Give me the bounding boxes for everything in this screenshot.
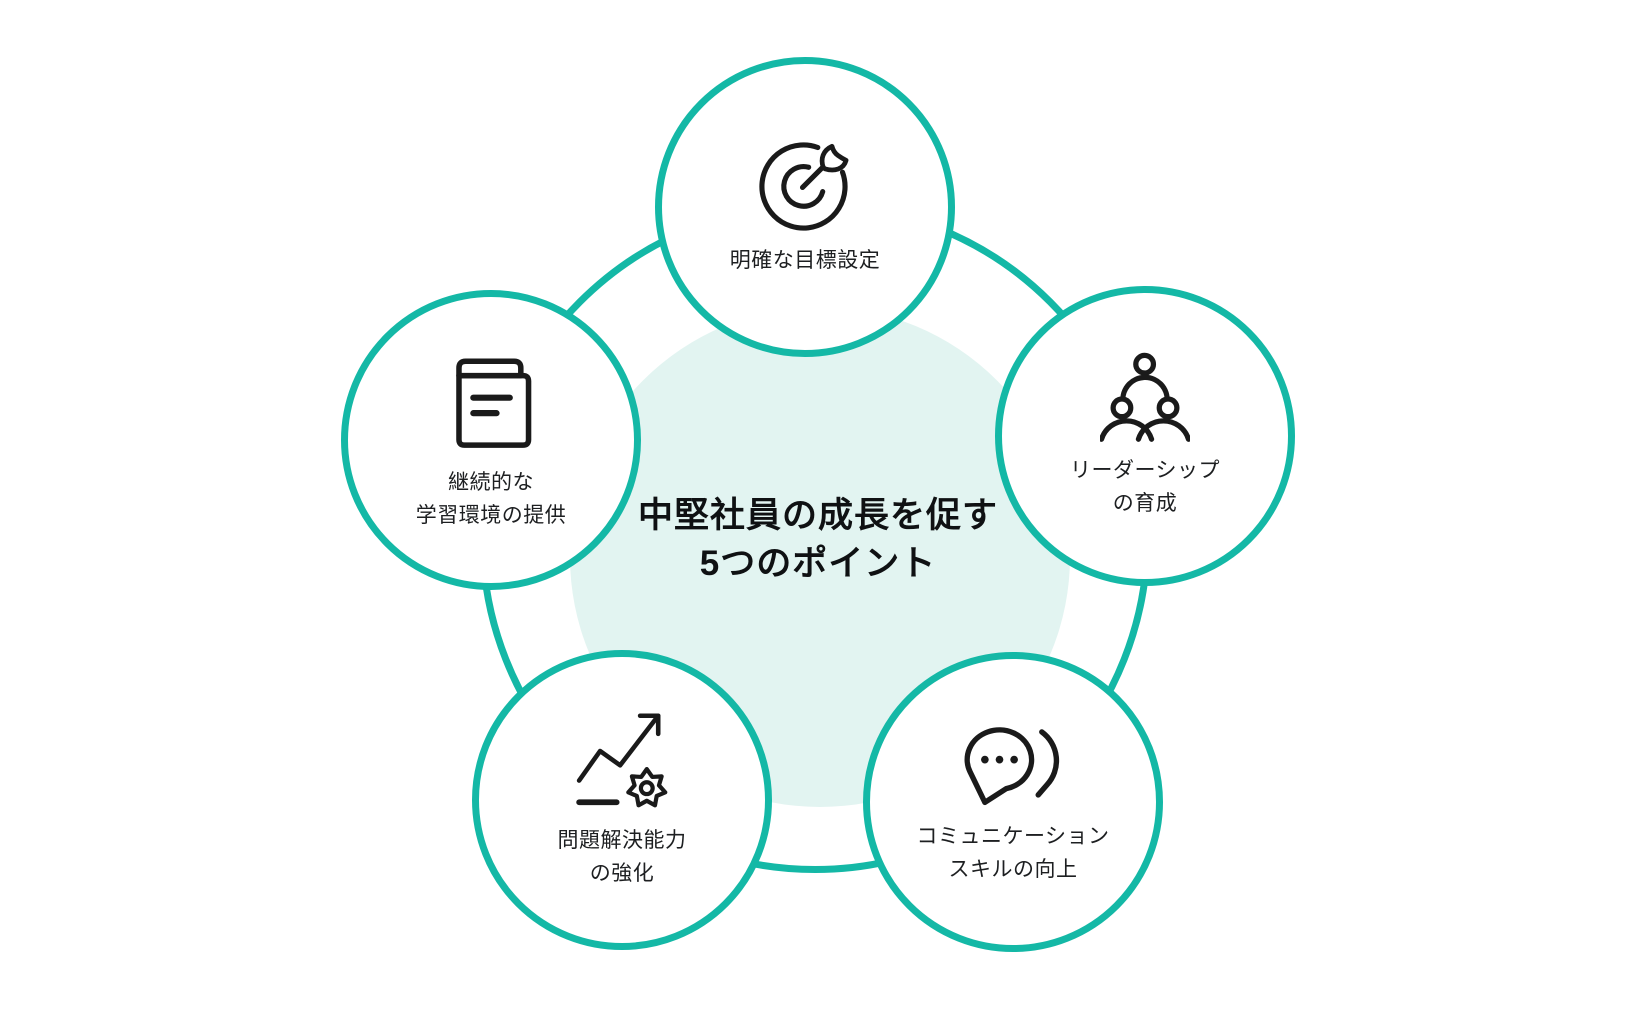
node-leadership: リーダーシップ の育成 [995,286,1295,586]
people-group-icon [1100,352,1190,442]
node-goal-setting: 明確な目標設定 [655,57,955,357]
node-label: 明確な目標設定 [730,244,881,277]
node-learning-environment: 継続的な 学習環境の提供 [341,290,641,590]
node-label-line: の強化 [589,861,655,885]
diagram-title-line1: 中堅社員の成長を促す [637,496,999,535]
diagram-title-line2: 5つのポイント [699,544,937,583]
node-label-line: の育成 [1112,492,1178,515]
diagram-title: 中堅社員の成長を促す 5つのポイント [638,492,998,588]
speech-bubble-icon [964,727,1060,806]
node-label: コミュニケーション スキルの向上 [916,820,1109,886]
node-label: リーダーシップ の育成 [1070,454,1220,520]
chart-gear-icon [576,712,668,807]
node-label-line: コミュニケーション [916,825,1110,848]
node-communication: コミュニケーション スキルの向上 [863,652,1163,952]
book-icon [456,358,532,448]
node-label-line: 明確な目標設定 [729,249,881,272]
node-label: 問題解決能力 の強化 [558,824,687,890]
node-label-line: 学習環境の提供 [415,504,567,527]
node-problem-solving: 問題解決能力 の強化 [472,650,772,950]
node-label-line: 継続的な [448,471,534,494]
node-label-line: 問題解決能力 [557,828,687,852]
node-label-line: スキルの向上 [948,858,1078,881]
target-dart-icon [758,142,848,231]
node-label-line: リーダーシップ [1069,459,1221,482]
node-label: 継続的な 学習環境の提供 [416,466,567,532]
